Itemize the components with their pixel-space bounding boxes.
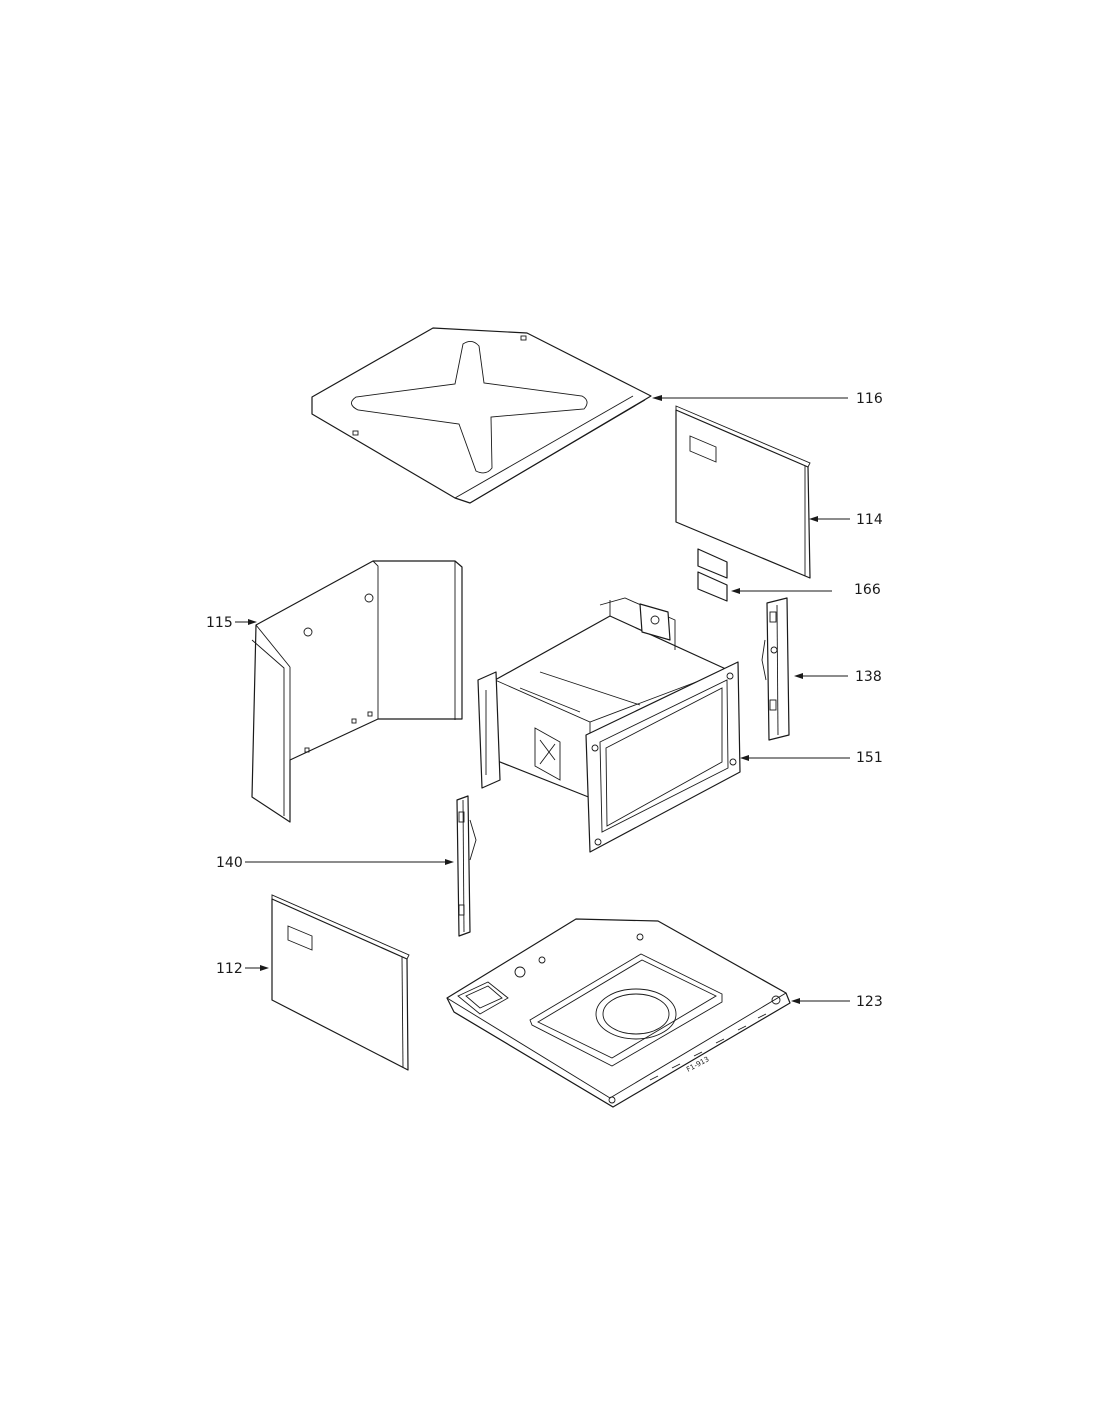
part-138-right-hinge — [761, 597, 790, 741]
callout-label-166: 166 — [854, 582, 881, 598]
callout-116: 116 — [652, 391, 883, 407]
callout-label-114: 114 — [856, 512, 883, 528]
callout-115: 115 — [206, 615, 257, 631]
callout-label-115: 115 — [206, 615, 233, 631]
callout-151: 151 — [740, 750, 883, 766]
part-115-wrap-panel — [251, 560, 463, 823]
callout-label-116: 116 — [856, 391, 883, 407]
callout-label-151: 151 — [856, 750, 883, 766]
callout-label-140: 140 — [216, 855, 243, 871]
part-114-side-panel — [675, 405, 811, 579]
callout-138: 138 — [794, 669, 882, 685]
callout-label-112: 112 — [216, 961, 243, 977]
callout-112: 112 — [216, 961, 269, 977]
callout-label-138: 138 — [855, 669, 882, 685]
callout-label-123: 123 — [856, 994, 883, 1010]
callout-166: 166 — [731, 582, 881, 598]
part-123-base-panel: F1-913 — [446, 918, 791, 1108]
part-140-left-hinge — [456, 795, 477, 937]
part-112-side-panel — [271, 894, 410, 1071]
callout-123: 123 — [791, 994, 883, 1010]
part-166-labels — [697, 548, 728, 602]
part-116-top-panel — [311, 327, 652, 504]
callout-140: 140 — [216, 855, 454, 871]
callout-114: 114 — [809, 512, 883, 528]
part-151-oven-cavity — [477, 597, 741, 853]
